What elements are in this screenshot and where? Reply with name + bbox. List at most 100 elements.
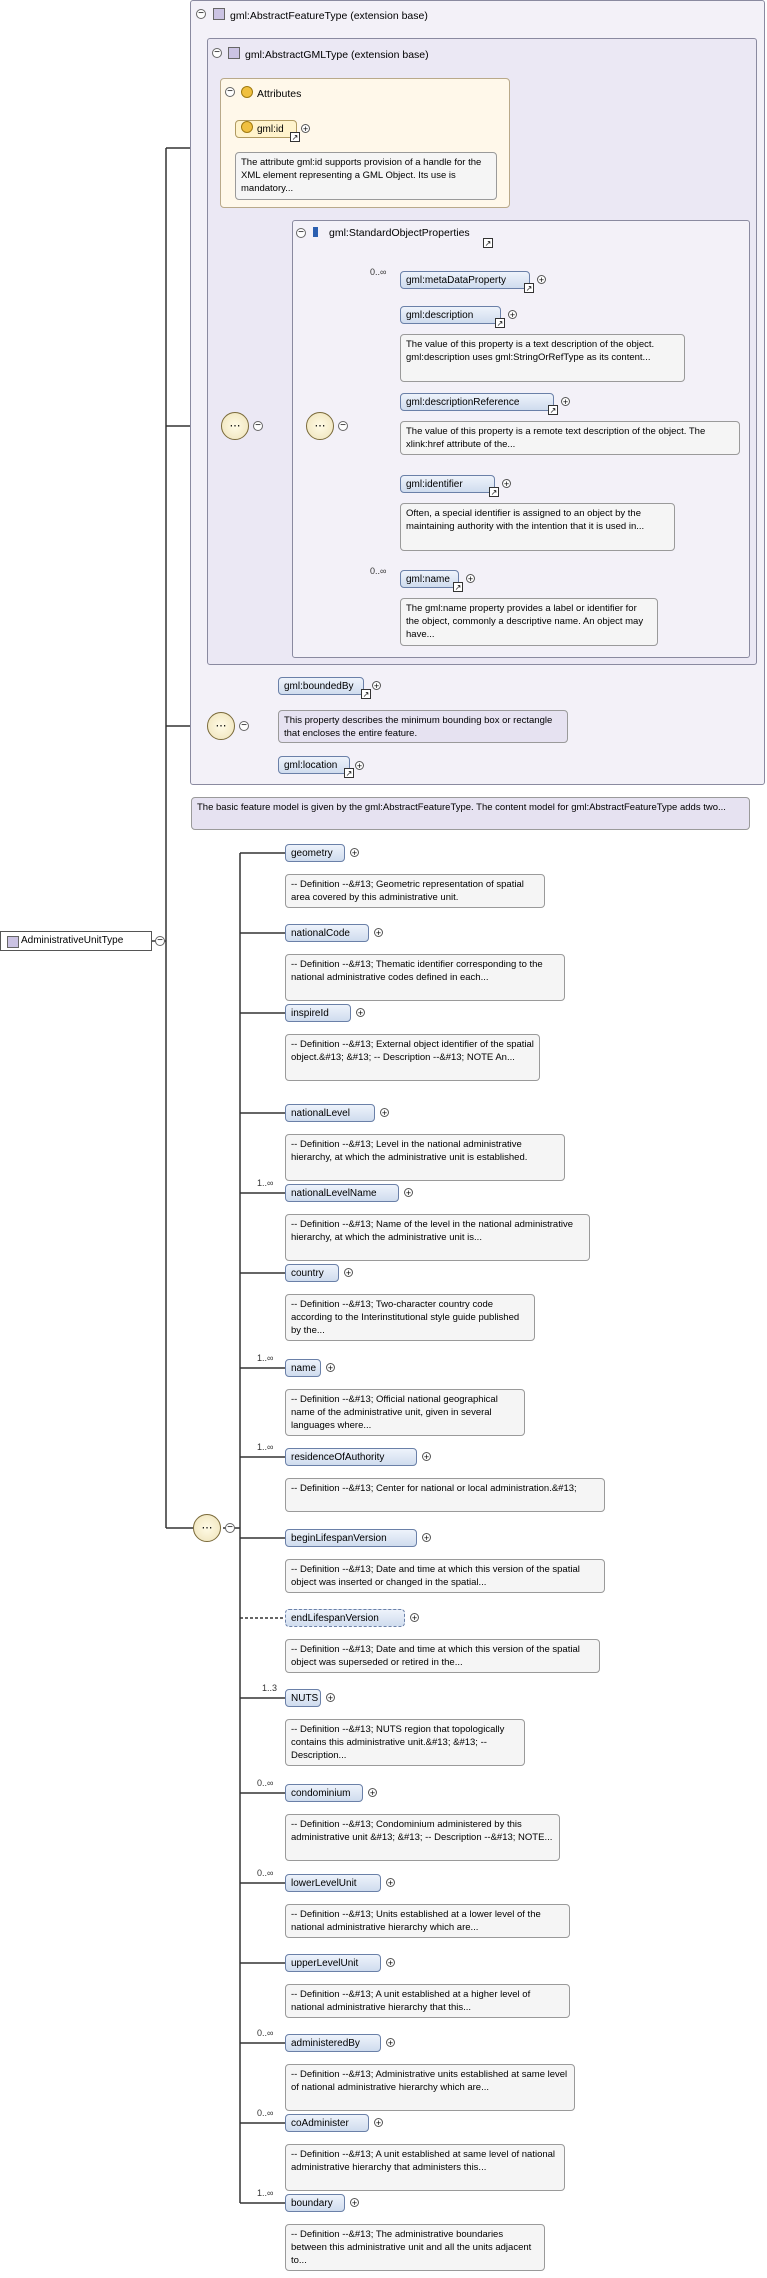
link-icon[interactable]: ↗ [489,487,499,497]
multiplicity-label: 0..∞ [257,1868,274,1878]
element-doc: Often, a special identifier is assigned … [400,503,675,551]
feature-title: gml:AbstractFeatureType (extension base) [213,8,428,22]
attribute-icon [241,121,253,133]
expand-icon[interactable]: + [404,1188,413,1198]
expand-icon[interactable]: + [561,397,570,407]
group-icon [313,227,323,237]
expand-icon[interactable]: + [326,1693,335,1703]
element-doc: -- Definition --&#13; A unit established… [285,1984,570,2018]
expand-icon[interactable]: + [301,124,310,134]
expand-icon[interactable]: + [374,2118,383,2128]
multiplicity-label: 1..∞ [257,1178,274,1188]
expand-icon[interactable]: + [350,2198,359,2208]
element-nationalLevel[interactable]: nationalLevel [285,1104,375,1122]
complex-type-icon [7,936,19,948]
element-doc: -- Definition --&#13; Name of the level … [285,1214,590,1261]
element-doc: -- Definition --&#13; The administrative… [285,2224,545,2271]
element-doc: -- Definition --&#13; Date and time at w… [285,1639,600,1673]
element-boundary[interactable]: boundary [285,2194,345,2212]
element-endLifespanVersion[interactable]: endLifespanVersion [285,1609,405,1627]
element-doc: -- Definition --&#13; Geometric represen… [285,874,545,908]
element-lowerLevelUnit[interactable]: lowerLevelUnit [285,1874,381,1892]
link-icon[interactable]: ↗ [495,318,505,328]
element-gml-boundedBy[interactable]: gml:boundedBy [278,677,364,695]
attribute-icon [241,86,253,98]
element-geometry[interactable]: geometry [285,844,345,862]
collapse-icon[interactable]: − [212,48,222,58]
element-gml-identifier[interactable]: gml:identifier [400,475,495,493]
multiplicity-label: 0..∞ [257,2028,274,2038]
collapse-icon[interactable]: − [225,1523,235,1533]
element-gml-name[interactable]: gml:name [400,570,459,588]
expand-icon[interactable]: + [502,479,511,489]
element-NUTS[interactable]: NUTS [285,1689,321,1707]
element-doc: -- Definition --&#13; Official national … [285,1389,525,1436]
expand-icon[interactable]: + [380,1108,389,1118]
element-doc: -- Definition --&#13; Units established … [285,1904,570,1938]
link-icon[interactable]: ↗ [524,283,534,293]
sequence-compositor-icon[interactable]: ⋯ [221,412,249,440]
element-gml-location[interactable]: gml:location [278,756,350,774]
collapse-icon[interactable]: − [196,9,206,19]
feature-doc: The basic feature model is given by the … [191,797,750,830]
sequence-compositor-icon[interactable]: ⋯ [306,412,334,440]
expand-icon[interactable]: + [466,574,475,584]
link-icon[interactable]: ↗ [344,768,354,778]
link-icon[interactable]: ↗ [361,689,371,699]
root-type-AdministrativeUnitType[interactable]: AdministrativeUnitType [0,931,152,951]
expand-icon[interactable]: + [355,761,364,771]
element-name[interactable]: name [285,1359,321,1377]
element-nationalLevelName[interactable]: nationalLevelName [285,1184,399,1202]
element-condominium[interactable]: condominium [285,1784,363,1802]
sequence-compositor-icon[interactable]: ⋯ [207,712,235,740]
element-gml-metaDataProperty[interactable]: gml:metaDataProperty [400,271,530,289]
link-icon[interactable]: ↗ [453,582,463,592]
link-icon[interactable]: ↗ [483,238,493,248]
boundedBy-doc: This property describes the minimum boun… [278,710,568,743]
sequence-compositor-icon[interactable]: ⋯ [193,1514,221,1542]
element-country[interactable]: country [285,1264,339,1282]
link-icon[interactable]: ↗ [290,132,300,142]
attribute-gml-id-doc: The attribute gml:id supports provision … [235,152,497,200]
multiplicity-label: 0..∞ [257,1778,274,1788]
element-upperLevelUnit[interactable]: upperLevelUnit [285,1954,381,1972]
collapse-icon[interactable]: − [253,421,263,431]
expand-icon[interactable]: + [508,310,517,320]
expand-icon[interactable]: + [372,681,381,691]
element-doc: -- Definition --&#13; Administrative uni… [285,2064,575,2111]
expand-icon[interactable]: + [368,1788,377,1798]
link-icon[interactable]: ↗ [548,405,558,415]
element-administeredBy[interactable]: administeredBy [285,2034,381,2052]
attribute-gml-id[interactable]: gml:id [235,120,297,138]
element-doc: The value of this property is a text des… [400,334,685,382]
collapse-icon[interactable]: − [155,936,165,946]
expand-icon[interactable]: + [422,1452,431,1462]
expand-icon[interactable]: + [326,1363,335,1373]
expand-icon[interactable]: + [386,1958,395,1968]
element-doc: The gml:name property provides a label o… [400,598,658,646]
expand-icon[interactable]: + [537,275,546,285]
element-doc: -- Definition --&#13; Thematic identifie… [285,954,565,1001]
expand-icon[interactable]: + [410,1613,419,1623]
expand-icon[interactable]: + [374,928,383,938]
element-beginLifespanVersion[interactable]: beginLifespanVersion [285,1529,417,1547]
collapse-icon[interactable]: − [239,721,249,731]
element-gml-descriptionReference[interactable]: gml:descriptionReference [400,393,554,411]
element-inspireId[interactable]: inspireId [285,1004,351,1022]
expand-icon[interactable]: + [422,1533,431,1543]
collapse-icon[interactable]: − [225,87,235,97]
element-gml-description[interactable]: gml:description [400,306,501,324]
element-nationalCode[interactable]: nationalCode [285,924,369,942]
expand-icon[interactable]: + [386,1878,395,1888]
expand-icon[interactable]: + [386,2038,395,2048]
expand-icon[interactable]: + [344,1268,353,1278]
collapse-icon[interactable]: − [338,421,348,431]
multiplicity-label: 1..3 [262,1683,278,1693]
expand-icon[interactable]: + [350,848,359,858]
element-doc: -- Definition --&#13; NUTS region that t… [285,1719,525,1766]
element-residenceOfAuthority[interactable]: residenceOfAuthority [285,1448,417,1466]
expand-icon[interactable]: + [356,1008,365,1018]
element-coAdminister[interactable]: coAdminister [285,2114,369,2132]
collapse-icon[interactable]: − [296,228,306,238]
